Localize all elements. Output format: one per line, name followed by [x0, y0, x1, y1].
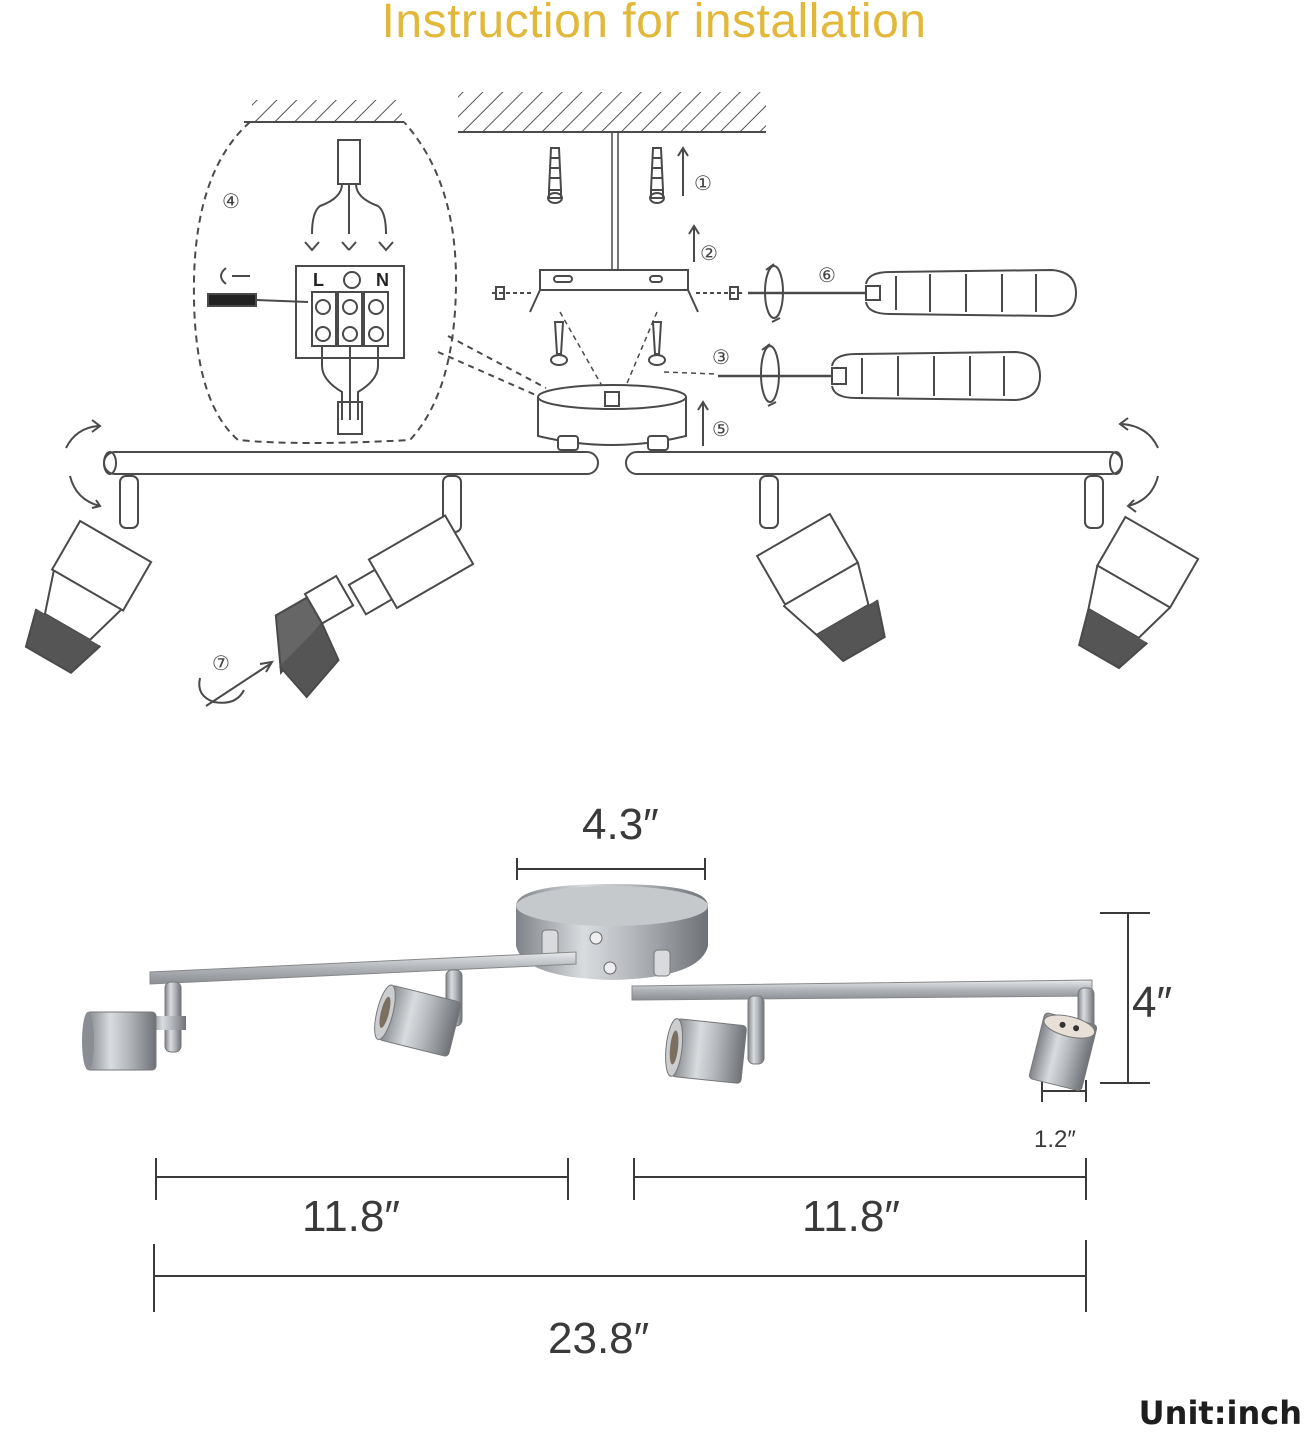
dimension-total-length: 23.8″ [548, 1314, 650, 1363]
dimension-left-arm: 11.8″ [302, 1192, 400, 1241]
terminal-label-live: L [313, 270, 324, 290]
dimension-right-arm: 11.8″ [802, 1192, 900, 1241]
ceiling-canopy [537, 384, 709, 451]
step-5-marker: ⑤ [712, 419, 730, 441]
dimension-base-width: 4.3″ [582, 800, 659, 849]
step-3-marker: ③ [712, 347, 730, 369]
mounting-bracket [529, 224, 700, 313]
dimension-height: 4″ [1132, 978, 1173, 1027]
dimension-line-height [1100, 912, 1150, 1084]
product-spotlight-4 [1028, 987, 1098, 1091]
step-4-marker: ④ [222, 191, 240, 213]
spotlight-1 [24, 475, 153, 675]
wall-anchor-left [547, 147, 563, 204]
bracket-side-screws [492, 286, 742, 300]
spotlight-2 [198, 475, 475, 707]
product-dimension-drawing [82, 858, 1150, 1312]
mounting-screw-left [550, 321, 568, 366]
page-title: Instruction for installation [381, 0, 927, 48]
dimension-line-right-arm [633, 1158, 1087, 1200]
product-spotlight-1 [82, 981, 186, 1071]
step-1-marker: ① [694, 173, 712, 195]
left-arm [65, 419, 599, 509]
product-left-arm [149, 951, 577, 985]
dimension-line-total [153, 1240, 1087, 1312]
step-2-marker: ② [700, 243, 718, 265]
dimension-line-base [516, 858, 706, 880]
step-7-marker: ⑦ [212, 653, 230, 675]
terminal-label-neutral: N [376, 270, 389, 290]
dimension-line-left-arm [155, 1158, 569, 1200]
dimension-bulb-width: 1.2″ [1034, 1126, 1076, 1153]
step-6-marker: ⑥ [818, 265, 836, 287]
mounting-screw-right [648, 321, 666, 366]
installation-schematic: ① ② ③ ④ ⑤ ⑥ ⑦ L N [24, 92, 1200, 707]
spotlight-3 [755, 475, 886, 663]
screwdriver-bottom [718, 343, 1042, 407]
product-spotlight-2 [374, 969, 463, 1057]
product-right-arm [631, 979, 1093, 1001]
product-spotlight-3 [665, 995, 765, 1084]
wall-anchor-right [649, 147, 665, 204]
dimension-line-bulb [1041, 1080, 1087, 1102]
spotlight-4 [1077, 475, 1200, 670]
ceiling-hatch [458, 92, 766, 133]
screwdriver-top [748, 263, 1078, 323]
unit-label: Unit:inch [1138, 1394, 1302, 1432]
wiring-detail-magnifier [192, 100, 547, 444]
right-arm [625, 417, 1159, 513]
